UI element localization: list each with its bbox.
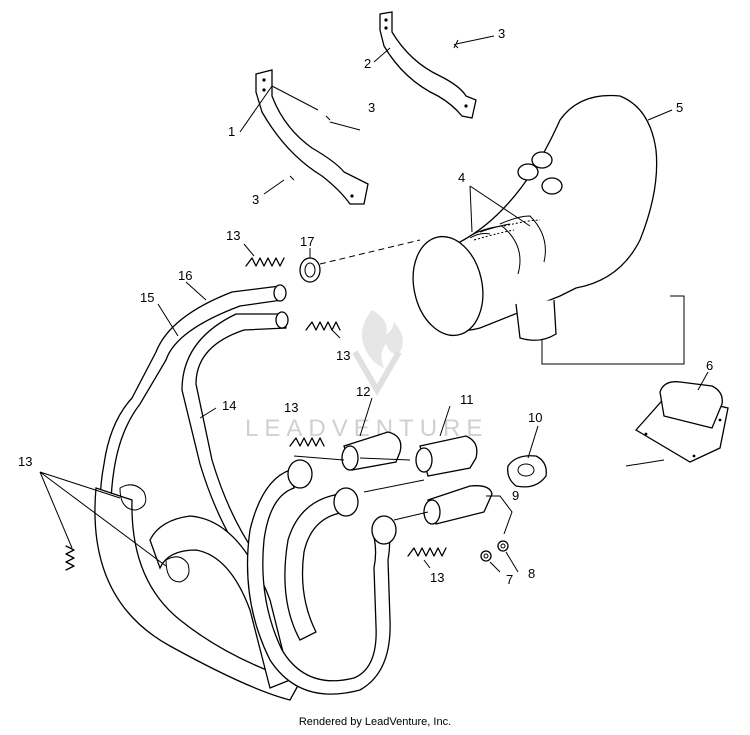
callout-13: 13 [18, 454, 32, 469]
v-logo-icon [352, 350, 402, 396]
callout-10: 10 [528, 410, 542, 425]
callout-5: 5 [676, 100, 683, 115]
part-8-washer [497, 540, 509, 552]
muffler-inlet-pipes [517, 151, 563, 195]
callout-8: 8 [528, 566, 535, 581]
callout-13: 13 [284, 400, 298, 415]
part-5-muffler [412, 94, 658, 341]
callout-1: 1 [228, 124, 235, 139]
callout-12: 12 [356, 384, 370, 399]
callout-13: 13 [226, 228, 240, 243]
part-10-gasket [507, 455, 547, 488]
callout-6: 6 [706, 358, 713, 373]
callout-13: 13 [336, 348, 350, 363]
part-6-mount-grommet [634, 381, 729, 463]
part-11-coupler [415, 435, 478, 477]
callout-4: 4 [458, 170, 465, 185]
watermark-text: LEADVENTURE [245, 415, 488, 442]
footer-credit: Rendered by LeadVenture, Inc. [298, 716, 452, 728]
flame-icon [361, 310, 403, 368]
part-7-nut [480, 550, 492, 562]
callout-15: 15 [140, 290, 154, 305]
part-13-spring [305, 321, 341, 331]
part-17-clamp-ring [299, 257, 321, 283]
part-2-bracket [379, 11, 477, 119]
callout-17: 17 [300, 234, 314, 249]
leader-lines [39, 35, 709, 573]
part-13-spring [65, 545, 75, 571]
callouts: 2 3 1 3 3 4 5 6 13 17 16 15 13 14 13 12 … [18, 26, 713, 587]
exhaust-pipe-bends [246, 459, 397, 695]
callout-13: 13 [430, 570, 444, 585]
callout-11: 11 [460, 392, 474, 407]
callout-9: 9 [512, 488, 519, 503]
callout-3: 3 [368, 100, 375, 115]
callout-3: 3 [252, 192, 259, 207]
callout-14: 14 [222, 398, 236, 413]
part-13-spring [245, 257, 285, 267]
part-4-heat-shield-clamps [469, 215, 546, 275]
part-13-spring [407, 547, 447, 557]
callout-16: 16 [178, 268, 192, 283]
callout-7: 7 [506, 572, 513, 587]
callout-3: 3 [498, 26, 505, 41]
part-9-coupler [423, 485, 493, 525]
part-13-spring [289, 437, 325, 447]
part-1-bracket [255, 69, 369, 205]
callout-2: 2 [364, 56, 371, 71]
part-12-coupler [341, 431, 402, 471]
